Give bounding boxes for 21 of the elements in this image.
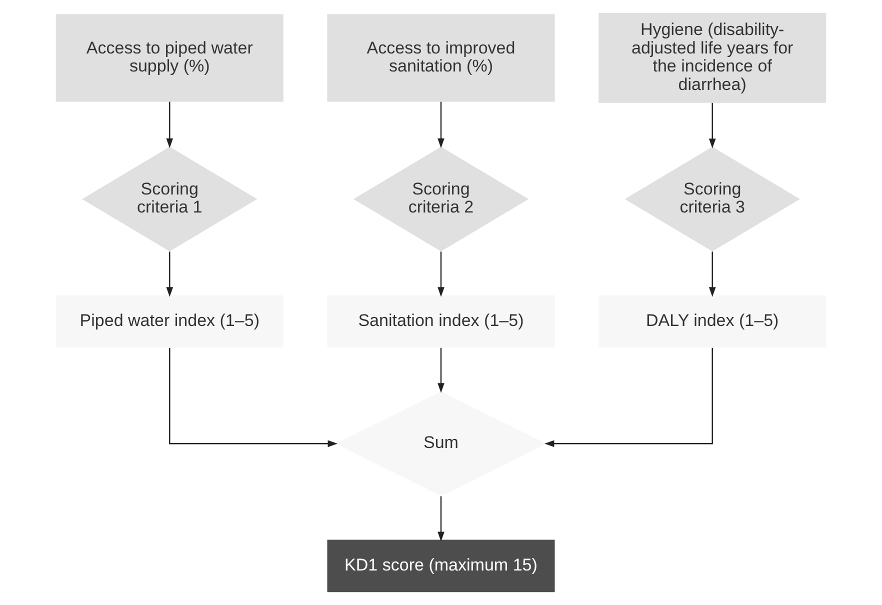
arrow <box>708 252 716 297</box>
node-diamond: Scoring criteria 1 <box>82 146 258 252</box>
arrow <box>438 348 444 393</box>
node-diamond: Sum <box>336 391 546 496</box>
node-box: Hygiene (disability-adjusted life years for the incidence of diarrhea) <box>598 12 826 103</box>
arrow <box>169 348 338 448</box>
arrow <box>166 252 174 297</box>
arrow <box>438 102 444 148</box>
node-box: Piped water index (1–5) <box>56 295 284 348</box>
node-box: Access to improved sanitation (%) <box>327 14 555 102</box>
node-box: KD1 score (maximum 15) <box>327 540 555 592</box>
arrow <box>708 102 716 148</box>
arrow <box>544 348 713 448</box>
node-box: DALY index (1–5) <box>598 295 826 348</box>
node-diamond: Scoring criteria 2 <box>353 146 529 252</box>
node-box: Access to piped water supply (%) <box>56 14 284 102</box>
arrow <box>166 102 174 148</box>
arrow <box>438 496 444 542</box>
node-box: Sanitation index (1–5) <box>327 295 555 348</box>
node-diamond: Scoring criteria 3 <box>624 146 800 252</box>
arrow <box>438 252 444 297</box>
